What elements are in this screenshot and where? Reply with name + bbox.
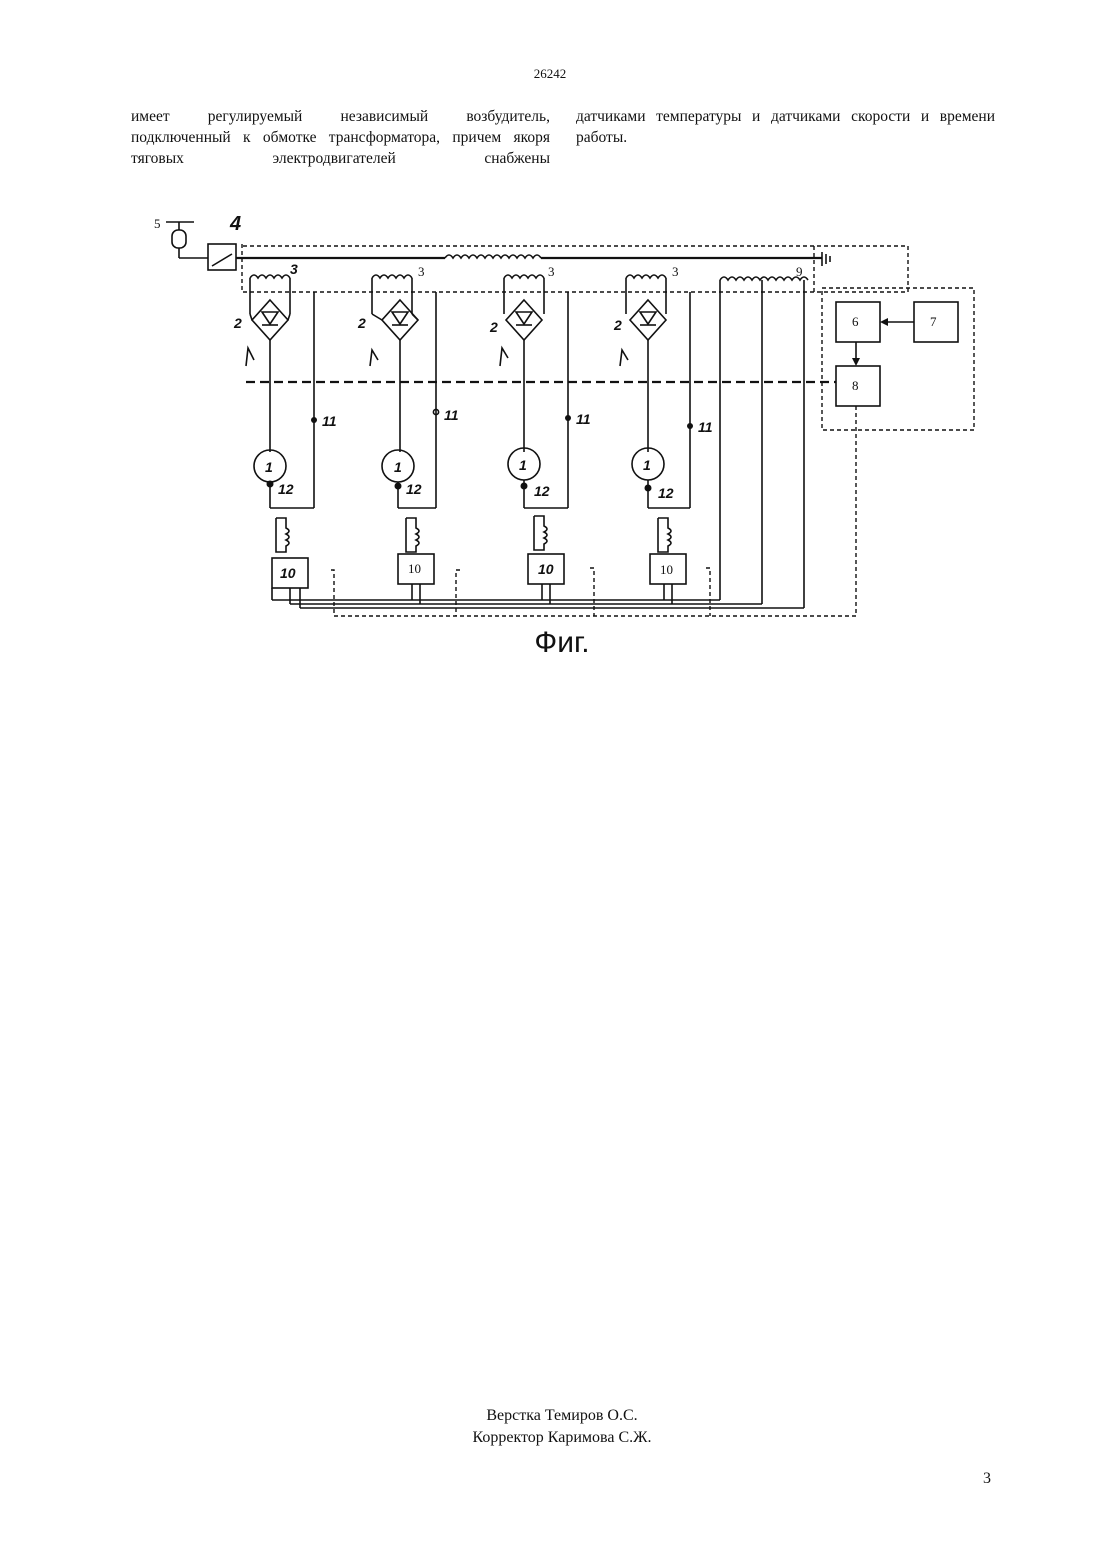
proofreader-credit: Корректор Каримова С.Ж. xyxy=(0,1427,1100,1449)
label-11: 11 xyxy=(322,413,337,429)
circuit-diagram: 5 4 3 2 11 1 12 10 xyxy=(150,208,980,628)
branch-3: 3 2 11 1 12 10 xyxy=(489,264,591,584)
page-number: 3 xyxy=(983,1470,991,1488)
pantograph: 5 xyxy=(154,216,208,258)
label-4: 4 xyxy=(229,213,241,235)
label-8: 8 xyxy=(852,378,859,393)
label-12: 12 xyxy=(406,481,422,497)
text-column-right: датчиками температуры и датчиками скорос… xyxy=(576,106,995,148)
label-5: 5 xyxy=(154,216,161,231)
label-6: 6 xyxy=(852,314,859,329)
label-9: 9 xyxy=(796,264,803,279)
label-3: 3 xyxy=(672,264,679,279)
label-12: 12 xyxy=(534,483,550,499)
label-10: 10 xyxy=(538,561,554,577)
winding-9: 9 xyxy=(720,264,808,608)
label-2: 2 xyxy=(613,317,622,333)
branch-1: 3 2 11 1 12 10 xyxy=(233,261,337,588)
label-12: 12 xyxy=(658,485,674,501)
document-number: 26242 xyxy=(0,66,1100,82)
credits: Верстка Темиров О.С. Корректор Каримова … xyxy=(0,1405,1100,1449)
label-3: 3 xyxy=(548,264,555,279)
label-10: 10 xyxy=(408,561,421,576)
label-2: 2 xyxy=(233,315,242,331)
branch-4: 3 2 11 1 12 10 xyxy=(613,264,713,584)
paragraph-left: имеет регулируемый независимый возбудите… xyxy=(131,106,550,169)
paragraph-right: датчиками температуры и датчиками скорос… xyxy=(576,106,995,148)
label-11: 11 xyxy=(444,407,459,423)
layout-credit: Верстка Темиров О.С. xyxy=(0,1405,1100,1427)
label-7: 7 xyxy=(930,314,937,329)
label-1: 1 xyxy=(394,459,402,475)
label-2: 2 xyxy=(357,315,366,331)
label-11: 11 xyxy=(576,411,591,427)
label-3: 3 xyxy=(418,264,425,279)
control-block: 6 7 8 xyxy=(822,288,974,430)
label-12: 12 xyxy=(278,481,294,497)
figure-caption: Фиг. xyxy=(0,626,1100,660)
label-1: 1 xyxy=(519,457,527,473)
label-3: 3 xyxy=(290,261,298,277)
switch-4: 4 xyxy=(208,213,241,270)
label-1: 1 xyxy=(643,457,651,473)
text-column-left: имеет регулируемый независимый возбудите… xyxy=(131,106,550,169)
label-10: 10 xyxy=(280,565,296,581)
label-10: 10 xyxy=(660,562,673,577)
branch-2: 3 2 11 1 12 10 xyxy=(357,264,459,584)
label-11: 11 xyxy=(698,419,713,435)
label-2: 2 xyxy=(489,319,498,335)
label-1: 1 xyxy=(265,459,273,475)
